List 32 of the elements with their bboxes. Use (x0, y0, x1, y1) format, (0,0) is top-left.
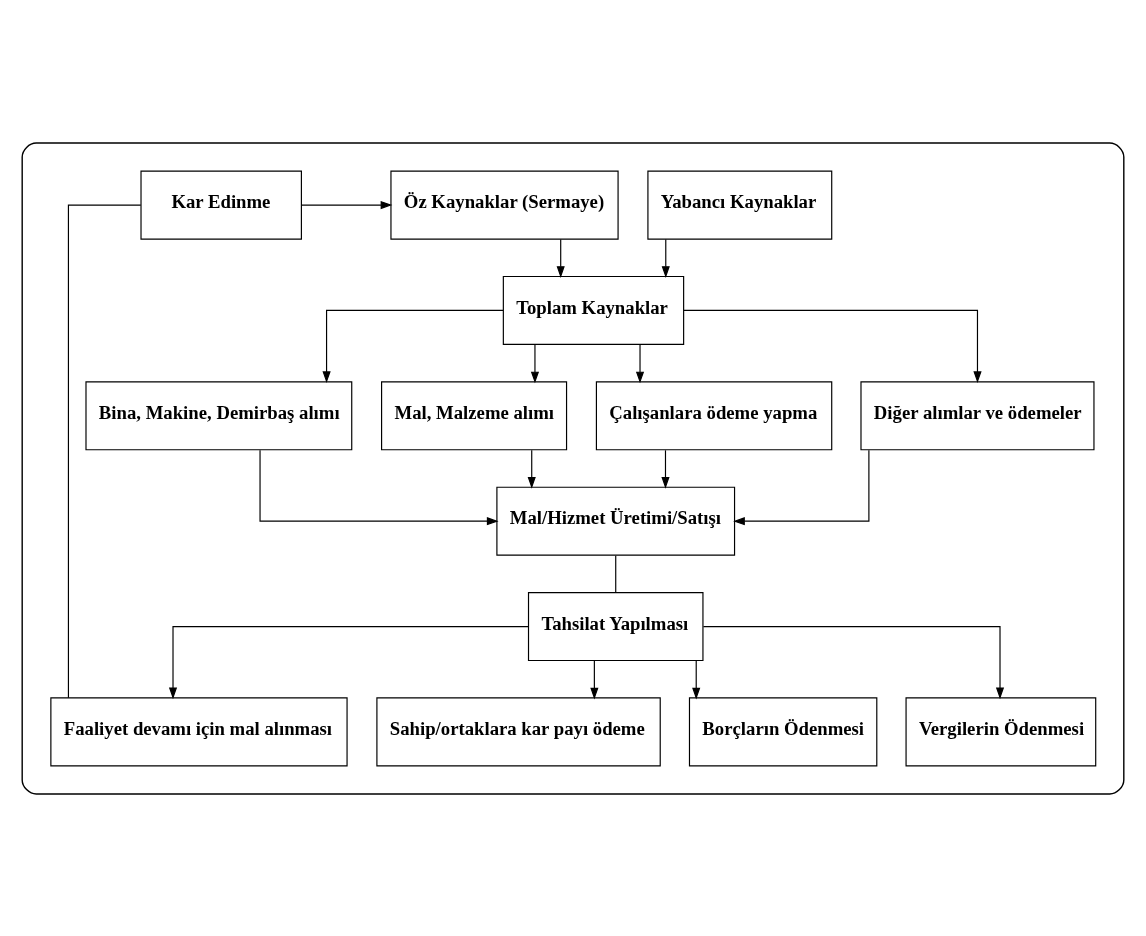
arrow (301, 200, 393, 209)
arrow (259, 449, 499, 525)
arrow (702, 625, 1005, 699)
node-box: Toplam Kaynaklar (502, 275, 685, 345)
node-box: Mal/Hizmet Üretimi/Satışı (496, 486, 736, 556)
node-box: Tahsilat Yapılması (527, 591, 704, 661)
arrow (661, 238, 670, 278)
arrow (635, 343, 645, 383)
node-box: Bina, Makine, Demirbaş alımı (85, 380, 353, 450)
connector (67, 204, 142, 698)
connector (615, 554, 617, 593)
node-box: Borçların Ödenmesi (688, 696, 878, 766)
arrow (733, 449, 870, 525)
node-box: Sahip/ortaklara kar payı ödeme (376, 696, 661, 766)
arrow (590, 659, 599, 699)
node-box: Faaliyet devamı için mal alınması (50, 696, 348, 766)
arrow (168, 625, 529, 699)
arrow (530, 343, 540, 383)
node-box: Mal, Malzeme alımı (381, 380, 568, 450)
arrow (556, 238, 565, 278)
cluster (21, 141, 1125, 795)
node-box: Vergilerin Ödenmesi (905, 696, 1097, 766)
arrow (527, 449, 536, 489)
arrow (322, 309, 504, 383)
node-box: Kar Edinme (140, 170, 302, 240)
arrow (692, 659, 701, 699)
node-box: Çalışanlara ödeme yapma (595, 380, 833, 450)
arrow (661, 449, 670, 489)
node-box: Öz Kaynaklar (Sermaye) (390, 170, 619, 240)
node-box: Yabancı Kaynaklar (647, 170, 833, 240)
arrow (683, 309, 982, 383)
node-box: Diğer alımlar ve ödemeler (860, 380, 1095, 450)
